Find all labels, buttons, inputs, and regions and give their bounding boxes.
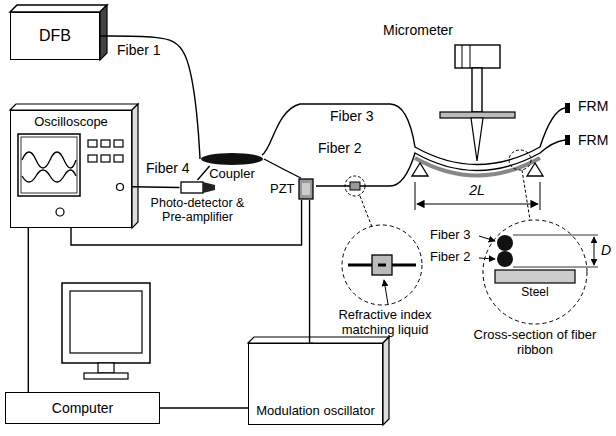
signal-cable: [132, 186, 180, 188]
computer-box: Computer: [5, 392, 160, 424]
fiber-coupler-symbol: [200, 152, 264, 166]
optical-fiber: [100, 36, 200, 159]
node-text: Oscilloscope: [34, 115, 108, 130]
fiber-name: Fiber 3: [430, 228, 470, 243]
photo-detector: Photo-detector & Pre-amplifier: [140, 180, 255, 225]
dimension: D: [601, 242, 611, 258]
node-text: Photo-detector & Pre-amplifier: [140, 196, 255, 225]
photo-detector-symbol: [180, 180, 216, 195]
material-name: Steel: [510, 286, 560, 300]
callout-note: Refractive index matching liquid: [320, 308, 450, 338]
part-name: FRM: [578, 132, 608, 148]
callout-note: Cross-section of fiber ribbon: [460, 328, 610, 358]
optical-fiber: [198, 166, 210, 180]
dimension: 2L: [462, 182, 492, 198]
pzt-actuator-symbol: [298, 178, 314, 200]
edge-label: Fiber 4: [144, 160, 192, 176]
data-cable: [28, 228, 29, 392]
edge-label: Fiber 1: [115, 42, 163, 58]
part-name: FRM: [578, 98, 608, 114]
node-text: Computer: [52, 400, 113, 416]
node-text: DFB: [39, 27, 71, 45]
fiber-name: Fiber 2: [318, 140, 362, 156]
node-text: Modulation oscillator: [256, 404, 375, 419]
part-name: Micrometer: [383, 22, 453, 38]
pzt-actuator: PZT: [270, 178, 314, 200]
oscilloscope-box: Oscilloscope: [10, 110, 132, 228]
node-text: PZT: [270, 182, 295, 197]
optical-fiber: [264, 159, 301, 178]
fiber-name: Fiber 3: [330, 108, 374, 124]
fiber-coupler: Coupler: [200, 152, 264, 182]
modulation-oscillator-box: Modulation oscillator: [248, 343, 383, 425]
drive-cable: [309, 200, 310, 343]
laser-source-box: DFB: [10, 12, 100, 60]
node-text: Coupler: [209, 167, 255, 182]
data-cable: [160, 407, 248, 408]
fiber-name: Fiber 2: [430, 250, 470, 265]
